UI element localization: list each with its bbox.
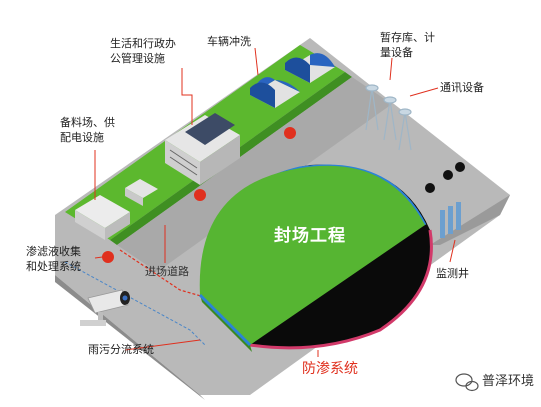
capping-blue-rim xyxy=(198,293,252,347)
marker-office xyxy=(284,127,296,139)
label-monitoring-well: 监测井 xyxy=(436,267,469,280)
liner-edge xyxy=(249,229,433,350)
label-office: 生活和行政办 公管理设施 xyxy=(110,37,176,65)
access-road-surface xyxy=(117,77,392,272)
utility-dot-1 xyxy=(443,170,453,180)
capping-surface xyxy=(199,165,425,345)
monitoring-well-pipes xyxy=(440,202,461,238)
watermark-text: 普泽环境 xyxy=(482,374,535,389)
label-capping: 封场工程 xyxy=(274,226,346,246)
marker-road xyxy=(194,189,206,201)
label-leachate: 渗滤液收集 和处理系统 xyxy=(26,245,81,273)
material-yard xyxy=(75,179,158,240)
label-comm: 通讯设备 xyxy=(440,81,484,94)
label-storage-metering: 暂存库、计 量设备 xyxy=(380,31,435,59)
label-material-power: 备料场、供 配电设施 xyxy=(60,116,115,144)
label-rain-sewage: 雨污分流系统 xyxy=(88,343,154,356)
wechat-icon xyxy=(455,373,479,392)
marker-leachate xyxy=(102,251,114,263)
label-car-wash: 车辆冲洗 xyxy=(207,35,251,48)
label-access-road: 进场道路 xyxy=(145,265,189,278)
connector-lines xyxy=(94,47,456,357)
utility-dot-3 xyxy=(425,183,435,193)
storage-warehouses xyxy=(250,53,335,108)
label-anti-seepage: 防渗系统 xyxy=(302,361,358,377)
cctv-camera-icon xyxy=(80,289,130,326)
utility-dot-2 xyxy=(455,162,465,172)
comm-towers xyxy=(365,84,412,151)
office-building xyxy=(165,113,240,185)
